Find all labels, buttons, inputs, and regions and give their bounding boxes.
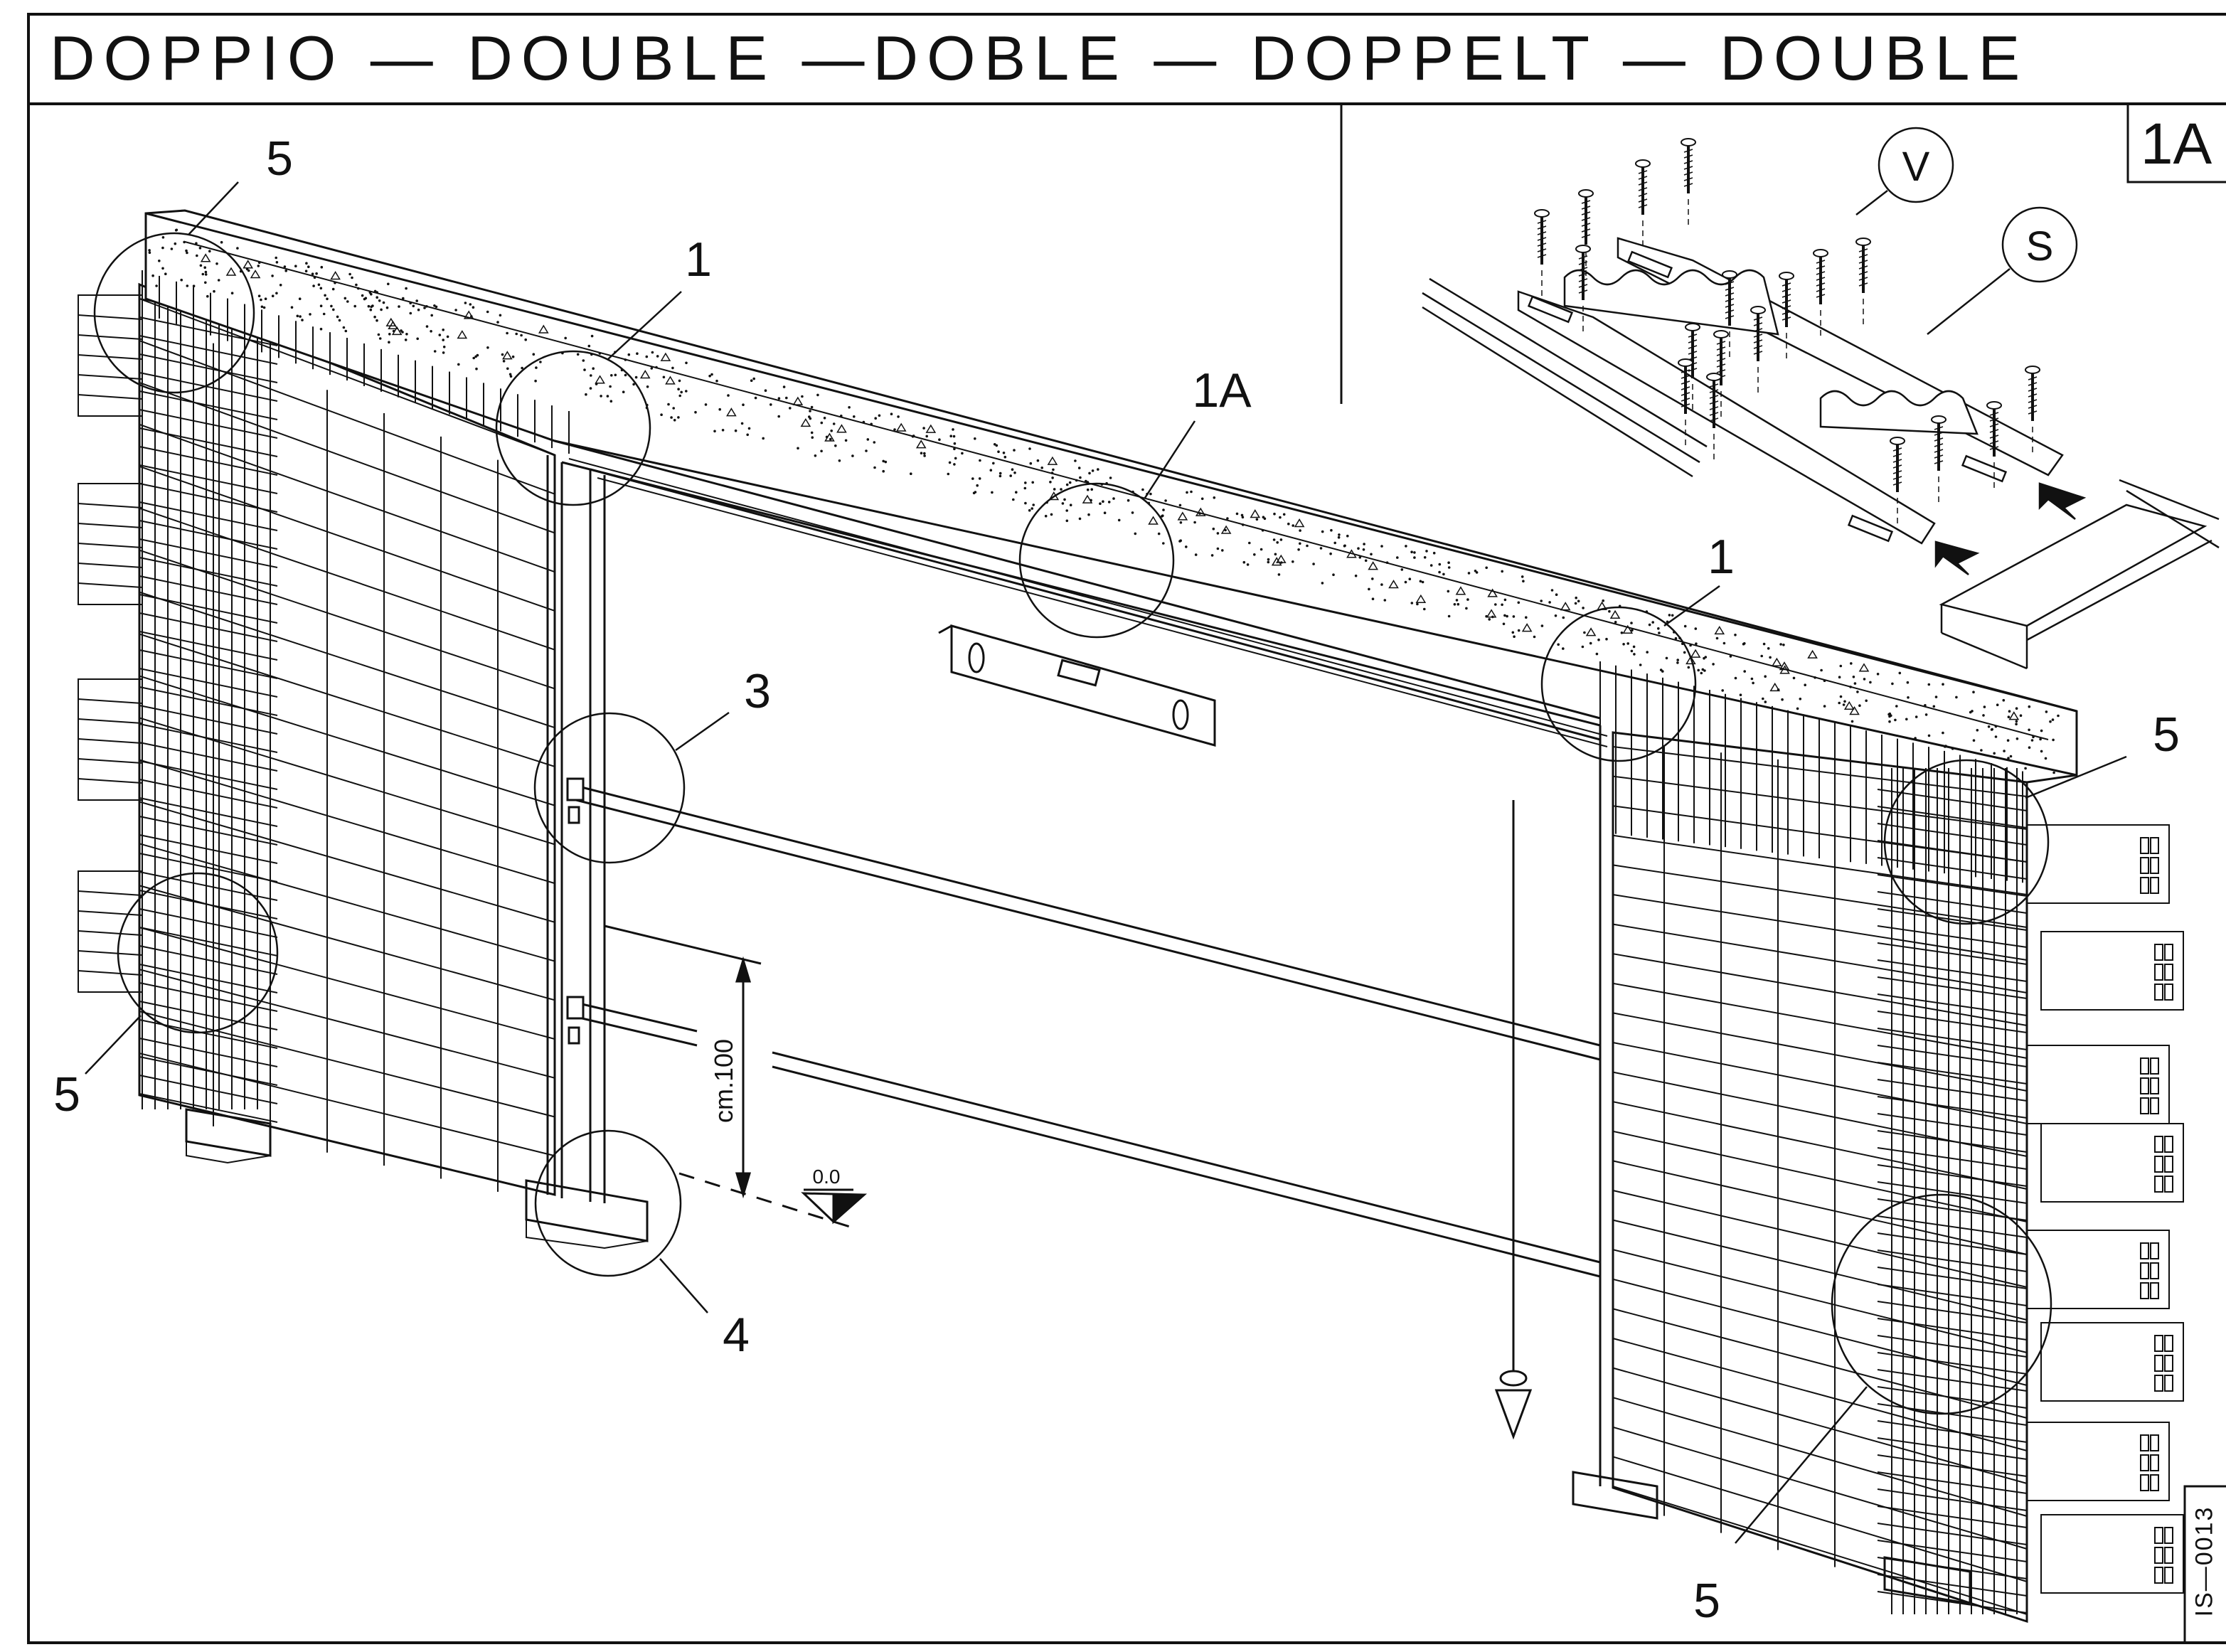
drawing-code-box: IS—0013 (2183, 1486, 2226, 1636)
left-wall-bricks (78, 294, 143, 993)
callout-5-left: 5 (53, 1067, 80, 1121)
detail-tag-label: 1A (2140, 112, 2212, 176)
callout-5-bottom: 5 (1693, 1574, 1720, 1628)
callout-1-right: 1 (1708, 530, 1735, 584)
right-wall (1572, 731, 2184, 1624)
sheet-frame (27, 13, 2226, 1644)
screws (1534, 138, 2040, 526)
callout-1a: 1A (1192, 363, 1252, 417)
right-reinforcement-mesh (1877, 768, 2028, 1614)
callout-1-left: 1 (685, 233, 712, 287)
callout-3: 3 (744, 664, 771, 718)
height-dimension (604, 924, 867, 1228)
concrete-lintel (142, 209, 2078, 883)
callout-4: 4 (723, 1308, 750, 1362)
detail-tag-box: 1A (2126, 103, 2226, 186)
screw-label: V (1902, 144, 1930, 190)
left-wall-courses (139, 298, 555, 1195)
concrete-stipple (148, 228, 2060, 774)
left-wall (78, 270, 649, 1249)
sheet-title: DOPPIO — DOUBLE —DOBLE — DOPPELT — DOUBL… (50, 23, 2029, 93)
callout-5-top-left: 5 (266, 132, 293, 186)
plumb-line (1494, 800, 1533, 1440)
profile-label: S (2026, 223, 2054, 270)
lintel-corner-mesh (142, 270, 2023, 883)
drawing-code-label: IS—0013 (2190, 1506, 2218, 1616)
hollow-bricks (2026, 824, 2184, 1594)
callout-5-right: 5 (2153, 708, 2180, 762)
detail-circles (85, 181, 2127, 1544)
spirit-level (938, 624, 1216, 747)
sheet-title-band: DOPPIO — DOUBLE —DOBLE — DOPPELT — DOUBL… (28, 14, 2212, 102)
level-label: 0.0 (813, 1166, 841, 1188)
dimension-height-label: cm.100 (709, 1039, 738, 1123)
spacer-bars (566, 777, 1601, 1278)
left-reinforcement-mesh (139, 270, 278, 1123)
